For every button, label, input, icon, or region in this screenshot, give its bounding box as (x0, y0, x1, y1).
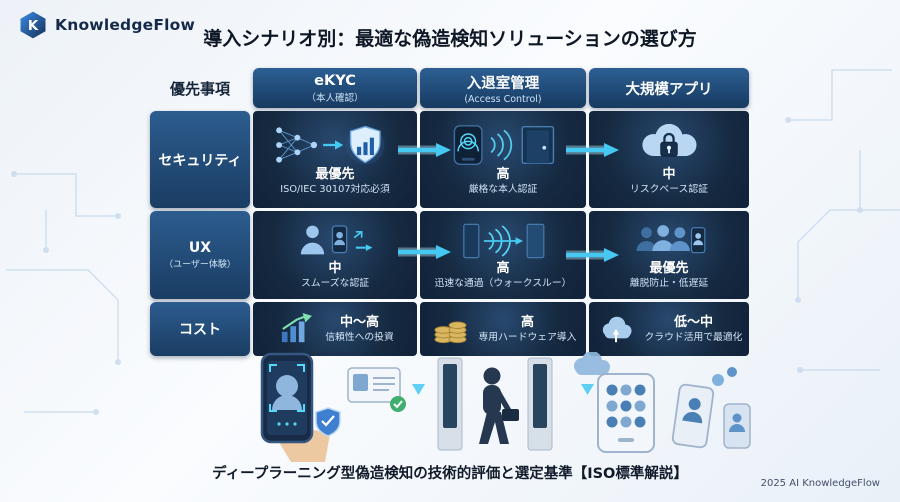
cell-level: 高 (496, 260, 510, 276)
secondary-phones-illustration (671, 367, 751, 449)
cell-desc: 専用ハードウェア導入 (478, 331, 577, 343)
cell-level: 最優先 (649, 260, 689, 276)
circuit-decoration-right (785, 69, 900, 373)
brand-logo: K KnowledgeFlow (18, 10, 195, 40)
cell-level: 高 (496, 167, 510, 183)
corner-label: 優先事項 (169, 79, 230, 98)
cell-desc: ISO/IEC 30107対応必須 (280, 184, 390, 196)
cell-cost-app: 低〜中 クラウド活用で最適化 (589, 302, 749, 356)
column-title: eKYC (314, 72, 356, 89)
id-card-illustration (347, 367, 406, 412)
bottom-illustrations (260, 352, 751, 462)
cloud-optimize-icon (602, 316, 632, 343)
cell-ux-access: 高 迅速な通過（ウォークスルー） (420, 211, 586, 299)
circuit-decoration-left (6, 171, 121, 415)
cloud-app-phone-illustration (574, 352, 655, 453)
row-header-cost: コスト (150, 302, 250, 356)
cell-security-ekyc: 最優先 ISO/IEC 30107対応必須 (253, 111, 417, 208)
cell-desc: スムーズな認証 (300, 277, 370, 289)
cell-level: 最優先 (315, 167, 355, 183)
comparison-matrix: 優先事項 eKYC （本人確認） 入退室管理 (Access Control) … (150, 68, 749, 356)
cell-level: 低〜中 (673, 314, 713, 330)
cell-level: 中 (662, 167, 676, 183)
column-header-access-control: 入退室管理 (Access Control) (420, 68, 586, 108)
cell-desc: 離脱防止・低遅延 (629, 277, 709, 289)
row-header-security: セキュリティ (150, 111, 250, 208)
cell-desc: 信頼性への投資 (325, 331, 394, 343)
row-label: UX (188, 240, 212, 256)
neural-network-shield-icon (276, 126, 385, 165)
cloud-lock-icon (642, 124, 697, 157)
column-header-ekyc: eKYC （本人確認） (253, 68, 417, 108)
column-title: 大規模アプリ (625, 81, 713, 98)
row-header-ux: UX （ユーザー体験） (150, 211, 250, 299)
walkthrough-gate-icon (463, 223, 545, 259)
row-label: コスト (179, 322, 221, 338)
cell-level: 中〜高 (339, 314, 379, 330)
shield-check-illustration (315, 407, 341, 437)
cell-level: 中 (328, 260, 342, 276)
brand-name: KnowledgeFlow (55, 16, 196, 34)
fingerprint-scanner-door-icon (453, 125, 555, 166)
row-sublabel: （ユーザー体験） (164, 260, 236, 270)
row-label: セキュリティ (158, 152, 242, 169)
cell-desc: リスクベース認証 (630, 184, 708, 196)
column-subtitle: (Access Control) (464, 93, 542, 105)
coins-icon (433, 321, 466, 344)
column-header-large-app: 大規模アプリ (589, 68, 749, 108)
cell-ux-ekyc: 中 スムーズな認証 (253, 211, 417, 299)
user-group-phone-icon (636, 225, 706, 254)
cell-cost-access: 高 専用ハードウェア導入 (420, 302, 586, 356)
page-title: 導入シナリオ別：最適な偽造検知ソリューションの選び方 (203, 28, 697, 50)
hexagon-k-icon: K (20, 11, 46, 39)
column-subtitle: （本人確認） (306, 92, 364, 104)
svg-text:K: K (28, 19, 39, 34)
cell-desc: 厳格な本人認証 (468, 184, 538, 196)
face-scan-phone-illustration (260, 352, 330, 462)
cell-level: 高 (520, 314, 534, 330)
cell-security-access: 高 厳格な本人認証 (420, 111, 586, 208)
cell-cost-ekyc: 中〜高 信頼性への投資 (253, 302, 417, 356)
cell-desc: 迅速な通過（ウォークスルー） (434, 277, 572, 289)
cell-ux-app: 最優先 離脱防止・低遅延 (589, 211, 749, 299)
growth-chart-icon (282, 313, 313, 343)
walkthrough-gate-illustration (437, 357, 553, 451)
cell-security-app: 中 リスクベース認証 (589, 111, 749, 208)
column-title: 入退室管理 (466, 75, 540, 92)
footer-caption: ディープラーニング型偽造検知の技術的評価と選定基準【ISO標準解説】 (212, 466, 688, 482)
person-phone-icon (300, 225, 373, 255)
cell-desc: クラウド活用で最適化 (644, 331, 743, 343)
footer-credit: 2025 AI KnowledgeFlow (760, 478, 880, 489)
